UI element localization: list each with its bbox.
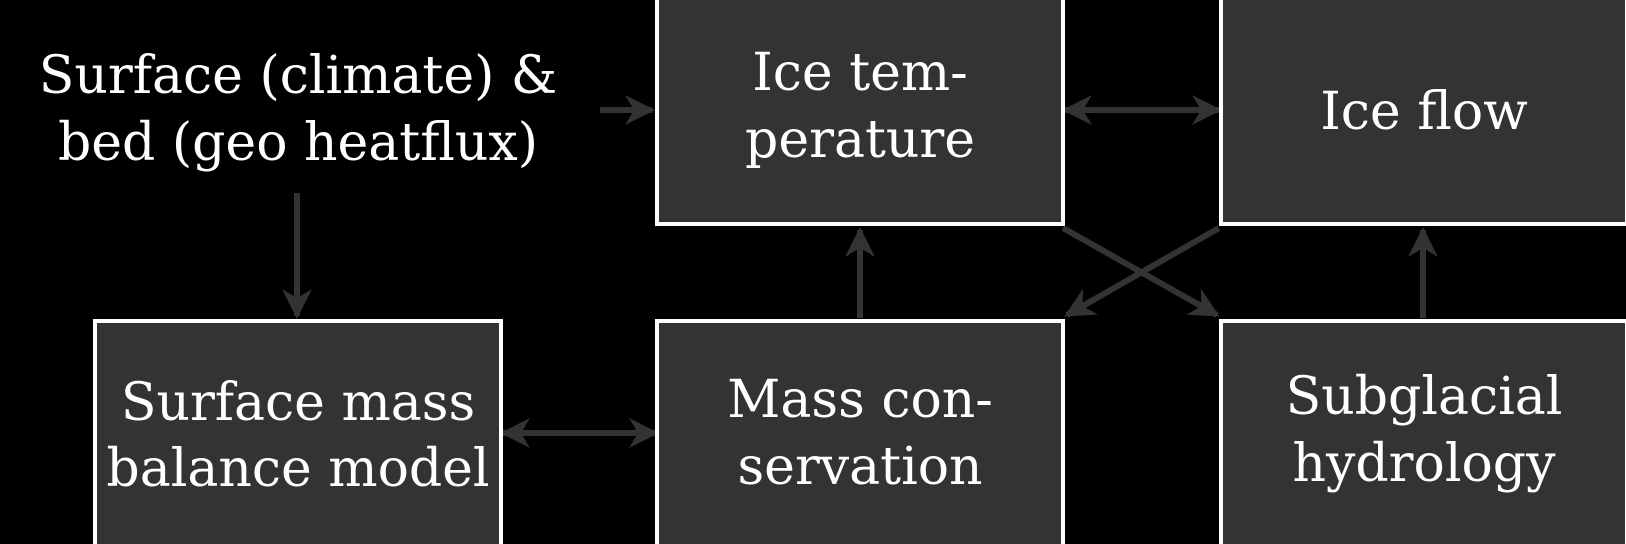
node-surface-inputs-line2: bed (geo heatflux) bbox=[58, 113, 538, 173]
node-subglacial-hydrology: Subglacial hydrology bbox=[1219, 319, 1626, 544]
node-mass-conservation: Mass con- servation bbox=[655, 319, 1065, 544]
node-surface-mass-balance-box bbox=[93, 319, 503, 544]
node-ice-temperature-box bbox=[655, 0, 1065, 226]
node-surface-mass-balance: Surface mass balance model bbox=[93, 319, 503, 544]
node-ice-temperature-line1: Ice tem- bbox=[752, 43, 968, 103]
node-subglacial-hydrology-line1: Subglacial bbox=[1286, 367, 1563, 427]
node-ice-flow-line1: Ice flow bbox=[1320, 82, 1527, 142]
node-mass-conservation-box bbox=[655, 319, 1065, 544]
node-mass-conservation-line1: Mass con- bbox=[727, 370, 993, 430]
node-subglacial-hydrology-line2: hydrology bbox=[1293, 434, 1557, 494]
node-ice-temperature-line2: perature bbox=[745, 110, 975, 170]
node-ice-temperature: Ice tem- perature bbox=[655, 0, 1065, 226]
node-ice-flow-box bbox=[1219, 0, 1626, 226]
node-surface-mass-balance-line1: Surface mass bbox=[121, 373, 475, 433]
node-surface-inputs: Surface (climate) & bed (geo heatflux) bbox=[39, 46, 557, 173]
node-surface-mass-balance-line2: balance model bbox=[106, 439, 489, 499]
node-ice-flow: Ice flow bbox=[1219, 0, 1626, 226]
node-subglacial-hydrology-box bbox=[1219, 319, 1626, 544]
node-surface-inputs-line1: Surface (climate) & bbox=[39, 46, 557, 106]
arrow-ice-flow-to-mass-conservation bbox=[1064, 225, 1221, 318]
node-mass-conservation-line2: servation bbox=[737, 437, 982, 497]
